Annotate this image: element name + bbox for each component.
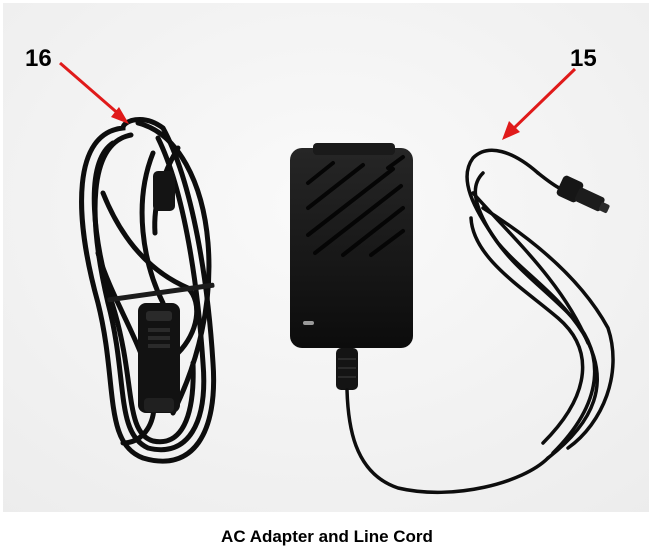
line-cord (79, 117, 217, 464)
ac-plug-connector (138, 303, 180, 413)
cord-strap (107, 282, 215, 303)
dc-output-cable (345, 148, 615, 495)
photo-svg (3, 3, 649, 512)
callout-label-15: 15 (570, 45, 597, 72)
ac-adapter (290, 143, 413, 390)
status-led (303, 321, 314, 325)
callout-arrow-15 (502, 67, 577, 140)
callout-label-16: 16 (25, 45, 52, 72)
wall-plug (153, 171, 175, 211)
callout-arrow-16 (59, 61, 129, 124)
product-photo (3, 3, 649, 512)
figure-caption: AC Adapter and Line Cord (221, 527, 433, 546)
dc-barrel-plug (556, 175, 610, 213)
